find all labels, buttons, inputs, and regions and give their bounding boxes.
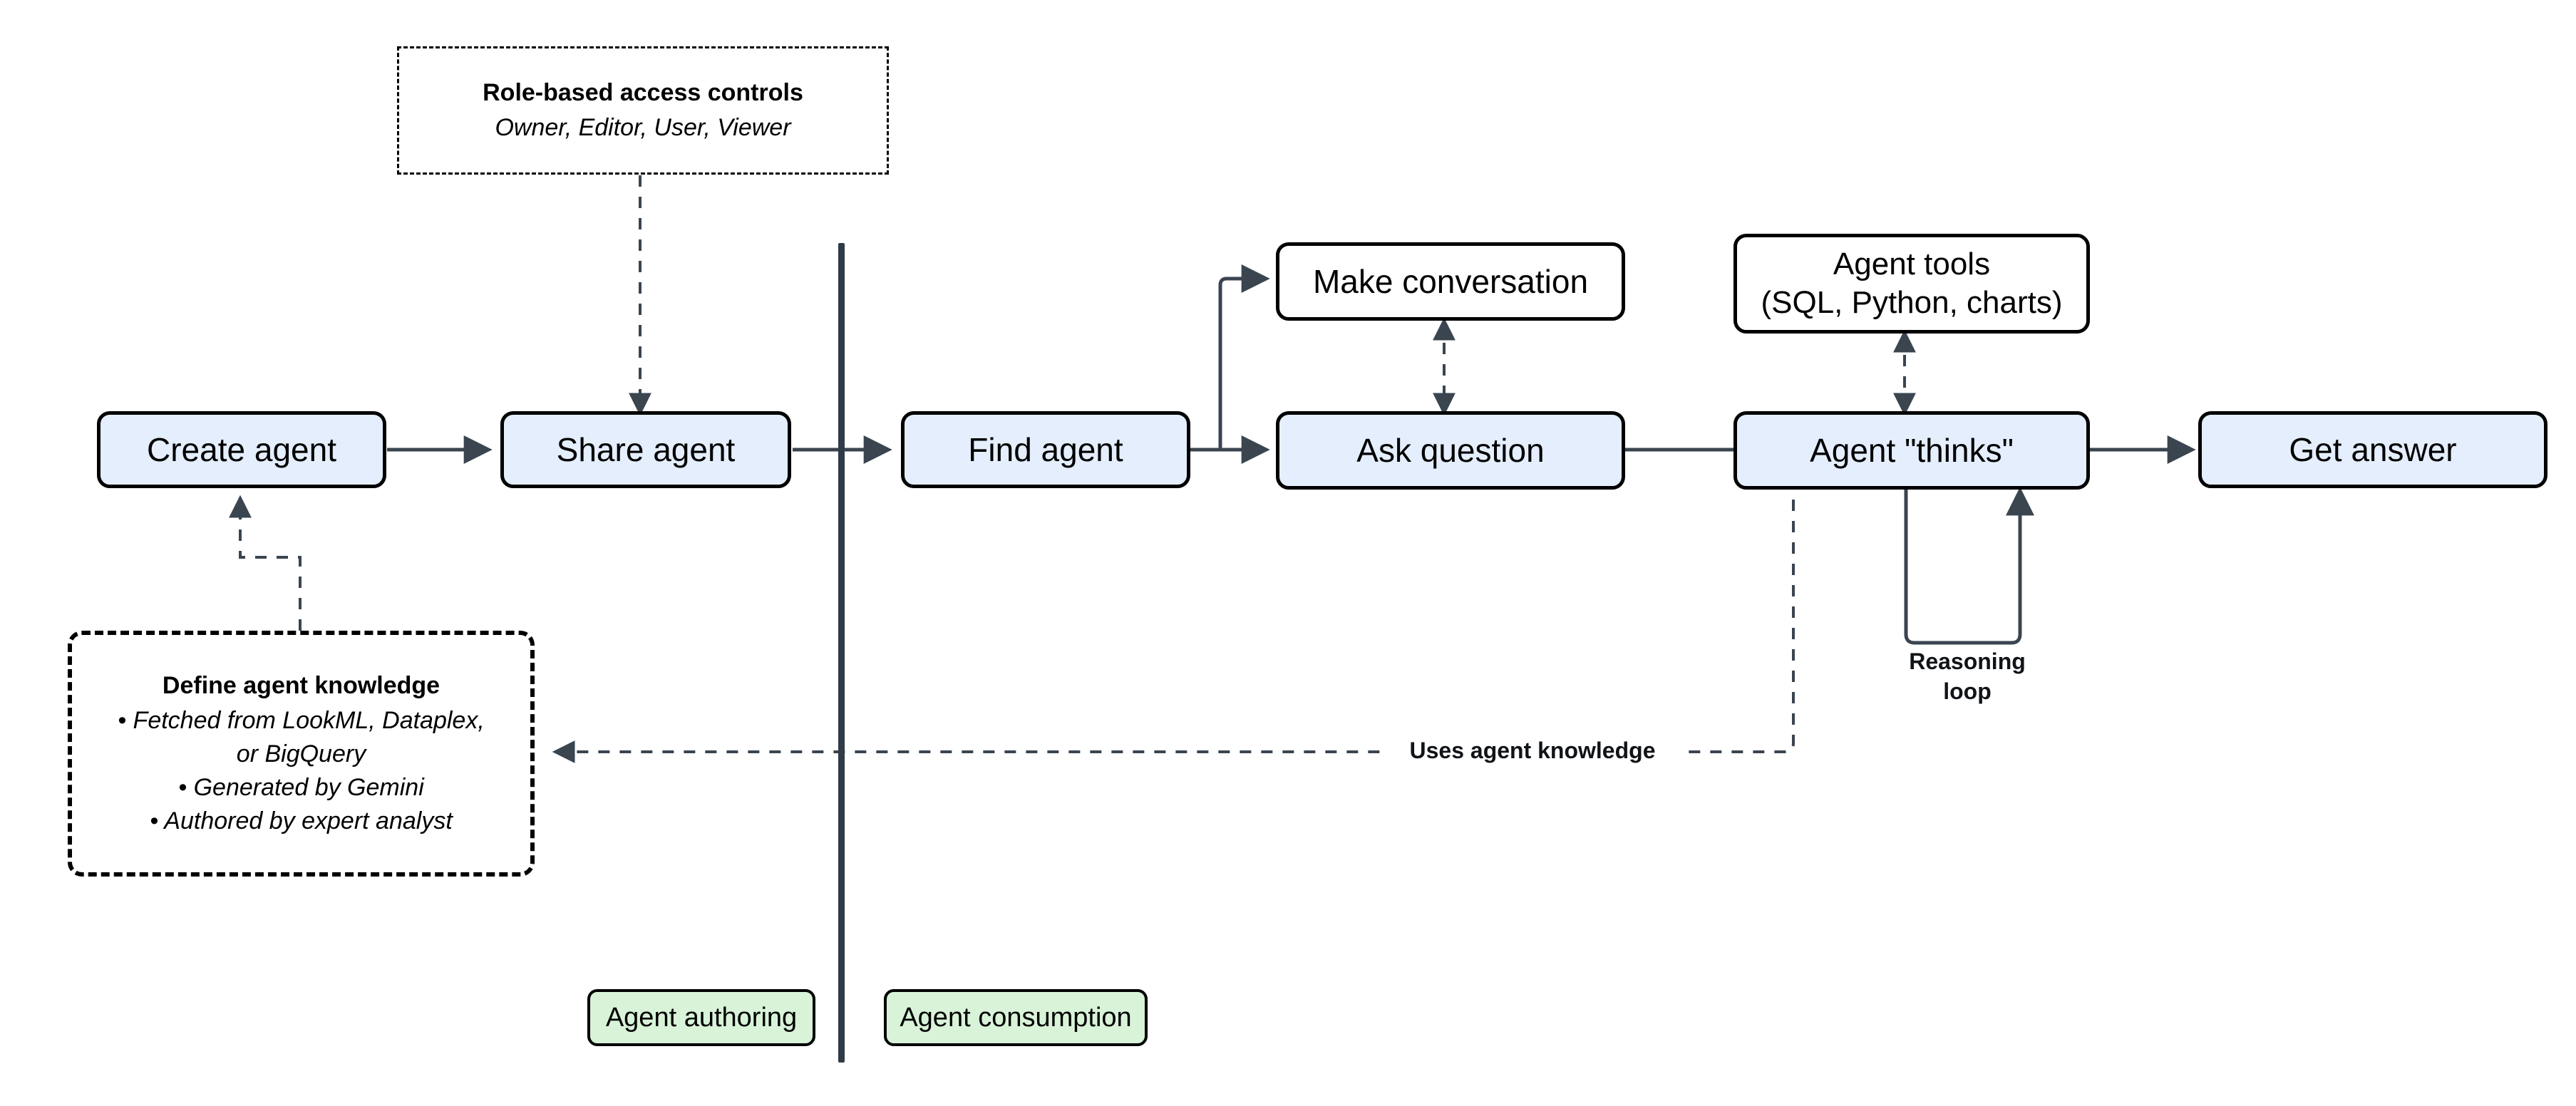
note-define-agent-knowledge: Define agent knowledge • Fetched from Lo… (68, 631, 535, 877)
list-item: • Authored by expert analyst (150, 807, 453, 834)
edge-knowledge-to-create (229, 495, 302, 631)
edge-find-to-make-conversation (1218, 264, 1270, 450)
rbac-title: Role-based access controls (483, 79, 803, 107)
node-create-agent-label: Create agent (147, 430, 336, 468)
node-agent-thinks[interactable]: Agent "thinks" (1733, 411, 2090, 490)
node-agent-thinks-label: Agent "thinks" (1810, 431, 2014, 469)
node-agent-tools-label: Agent tools (SQL, Python, charts) (1761, 247, 2063, 320)
edge-uses-agent-knowledge (552, 478, 1795, 763)
knowledge-bullet-list: • Fetched from LookML, Dataplex, or BigQ… (118, 704, 485, 838)
edge-reasoning-loop (1904, 478, 2034, 645)
label-reasoning-loop: Reasoning loop (1892, 647, 2043, 707)
label-uses-agent-knowledge: Uses agent knowledge (1386, 736, 1679, 766)
knowledge-title: Define agent knowledge (162, 671, 441, 699)
node-share-agent[interactable]: Share agent (500, 411, 791, 488)
list-item: • Fetched from LookML, Dataplex, or BigQ… (118, 706, 485, 768)
rbac-subtitle: Owner, Editor, User, Viewer (495, 113, 791, 141)
legend-agent-authoring[interactable]: Agent authoring (587, 989, 815, 1046)
node-get-answer-label: Get answer (2289, 430, 2457, 468)
legend-agent-authoring-label: Agent authoring (605, 1002, 798, 1033)
node-make-conversation-label: Make conversation (1312, 262, 1589, 300)
note-role-based-access-controls: Role-based access controls Owner, Editor… (397, 46, 889, 175)
node-ask-question-label: Ask question (1356, 431, 1545, 469)
legend-agent-consumption[interactable]: Agent consumption (884, 989, 1148, 1046)
node-get-answer[interactable]: Get answer (2198, 411, 2547, 488)
node-share-agent-label: Share agent (556, 430, 736, 468)
node-find-agent[interactable]: Find agent (901, 411, 1190, 488)
legend-agent-consumption-label: Agent consumption (900, 1002, 1132, 1033)
node-create-agent[interactable]: Create agent (97, 411, 386, 488)
authoring-consumption-divider (838, 243, 845, 1063)
node-ask-question[interactable]: Ask question (1276, 411, 1625, 490)
node-agent-tools[interactable]: Agent tools (SQL, Python, charts) (1733, 234, 2090, 334)
node-find-agent-label: Find agent (968, 430, 1123, 468)
list-item: • Generated by Gemini (178, 773, 424, 801)
node-make-conversation[interactable]: Make conversation (1276, 242, 1625, 321)
